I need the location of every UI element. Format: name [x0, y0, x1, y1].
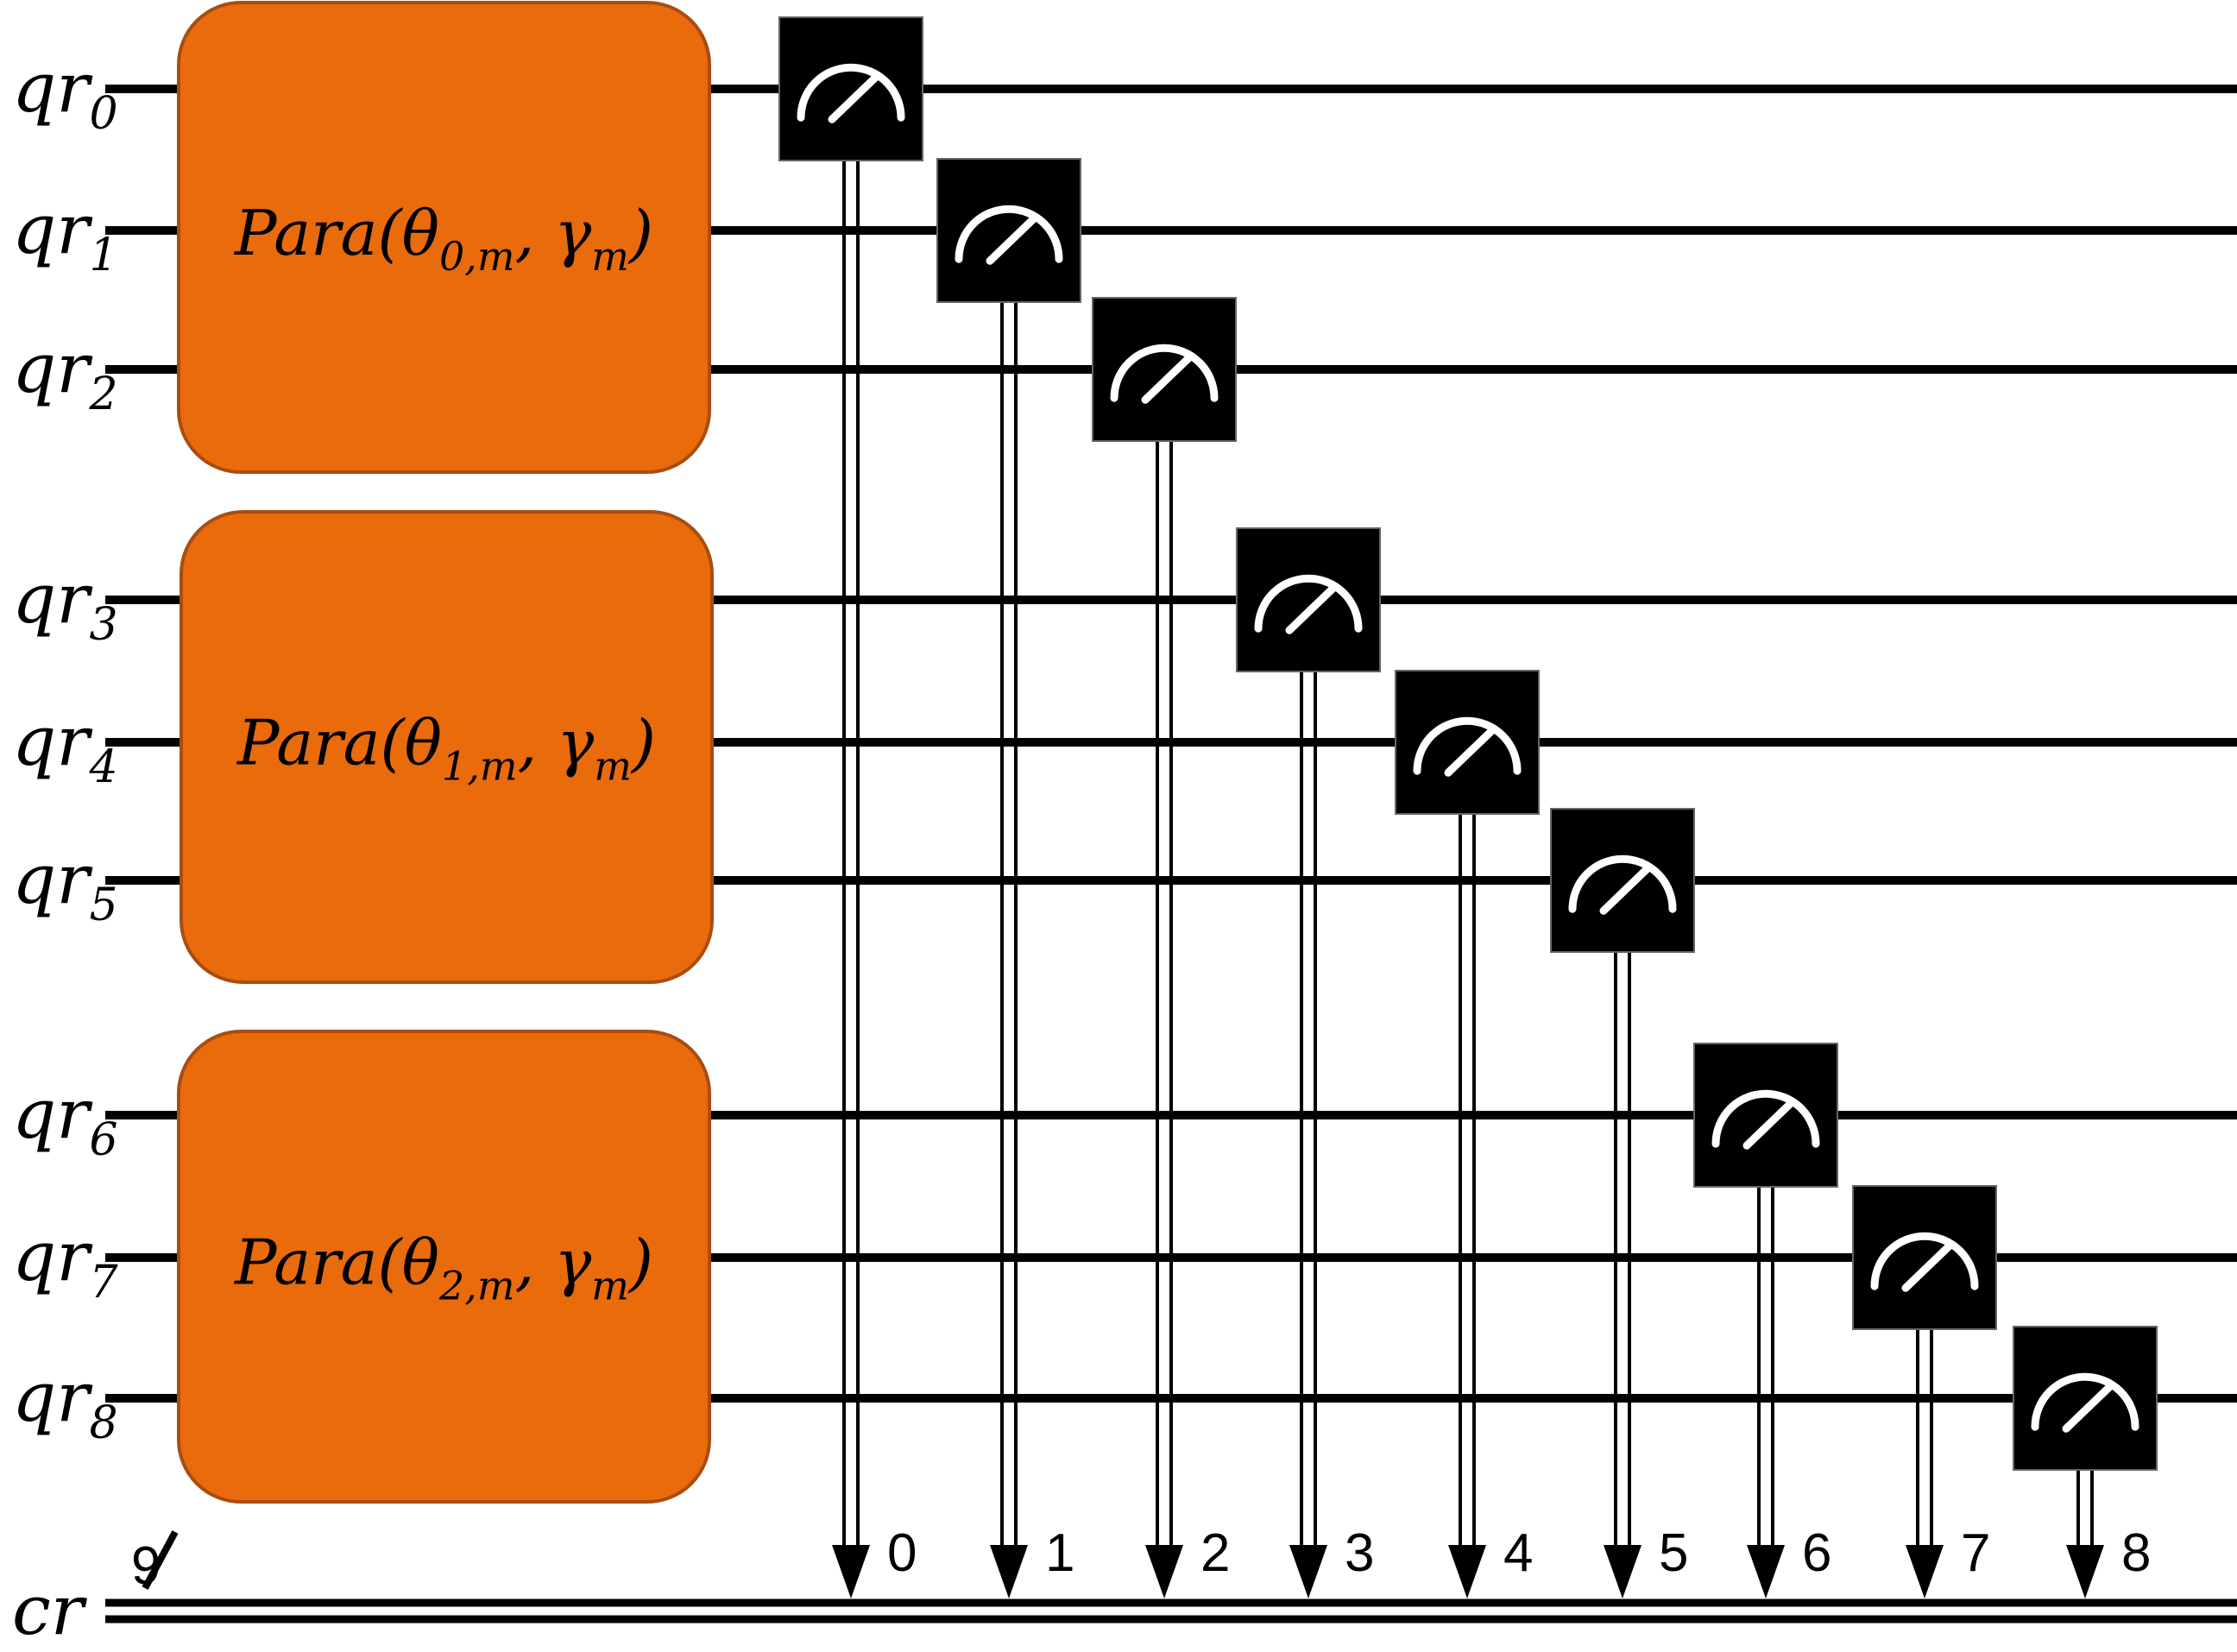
para-gate-2: Para(θ2,m, γm) [177, 1030, 711, 1504]
meter-icon [1711, 1089, 1820, 1148]
para-gate-box-1 [180, 510, 714, 984]
para-gate-label-1: Para(θ1,m, γm) [236, 707, 656, 790]
meter-needle-1 [986, 213, 1039, 265]
meter-needle-0 [828, 72, 881, 123]
meter-needle-8 [2062, 1381, 2115, 1433]
qubit-label-3: qr3 [12, 558, 118, 651]
meter-box-6 [1693, 1043, 1838, 1188]
cbit-label-5: 5 [1659, 1523, 1688, 1583]
meter-box-0 [778, 16, 923, 161]
para-gate-label-0: Para(θ0,m, γm) [233, 197, 653, 280]
meter-icon [1110, 344, 1219, 402]
cbit-label-3: 3 [1345, 1523, 1374, 1583]
meter-needle-2 [1141, 352, 1194, 404]
cbit-arrow-0 [832, 1545, 870, 1598]
para-gate-label-2: Para(θ2,m, γm) [233, 1226, 653, 1309]
measurement-connections: 0 1 2 3 4 5 6 7 8 [832, 158, 2151, 1598]
cbit-arrow-7 [1906, 1545, 1944, 1598]
classical-register-label: cr [12, 1570, 88, 1650]
cbit-arrow-8 [2066, 1545, 2104, 1598]
cbit-arrow-2 [1145, 1545, 1183, 1598]
meter-needle-6 [1742, 1098, 1796, 1150]
meter-box-4 [1395, 670, 1540, 815]
cbit-label-1: 1 [1045, 1523, 1074, 1583]
cbit-arrow-3 [1289, 1545, 1327, 1598]
measure-gate-6 [1693, 1043, 1838, 1188]
meter-needle-7 [1901, 1240, 1955, 1292]
measure-gate-3 [1236, 527, 1381, 672]
cbit-label-0: 0 [887, 1523, 917, 1583]
cbit-arrow-4 [1448, 1545, 1486, 1598]
para-gate-0: Para(θ0,m, γm) [177, 1, 711, 474]
cbit-label-8: 8 [2121, 1523, 2151, 1583]
qubit-label-0: qr0 [12, 47, 118, 140]
measure-gate-1 [936, 158, 1081, 303]
cbit-arrow-5 [1604, 1545, 1642, 1598]
cbit-label-7: 7 [1961, 1523, 1990, 1583]
qubit-label-1: qr1 [12, 189, 118, 281]
measure-gate-8 [2013, 1326, 2158, 1471]
cbit-label-4: 4 [1503, 1523, 1533, 1583]
measure-gate-7 [1852, 1185, 1997, 1330]
measure-gate-5 [1550, 808, 1695, 953]
qubit-label-4: qr4 [12, 701, 118, 793]
meter-icon [797, 63, 905, 122]
meter-icon [1568, 854, 1677, 913]
cbit-label-2: 2 [1200, 1523, 1230, 1583]
para-gate-box-2 [177, 1030, 711, 1504]
classical-register: cr 9 [12, 1530, 2237, 1650]
meter-box-3 [1236, 527, 1381, 672]
qubit-label-8: qr8 [12, 1357, 118, 1449]
measurement-gates [778, 16, 2158, 1471]
qubit-labels: qr0 qr1 qr2 qr3 qr4 qr5 qr6 qr7 qr8 [12, 47, 118, 1449]
meter-box-7 [1852, 1185, 1997, 1330]
meter-box-8 [2013, 1326, 2158, 1471]
measure-gate-4 [1395, 670, 1540, 815]
qubit-label-5: qr5 [12, 839, 118, 931]
qubit-label-6: qr6 [12, 1074, 118, 1166]
meter-box-2 [1092, 297, 1237, 442]
register-size-slash [142, 1530, 179, 1590]
meter-icon [1870, 1232, 1979, 1290]
meter-box-1 [936, 158, 1081, 303]
meter-icon [955, 205, 1063, 263]
meter-box-5 [1550, 808, 1695, 953]
meter-needle-5 [1599, 863, 1653, 915]
cbit-label-6: 6 [1802, 1523, 1831, 1583]
qubit-label-7: qr7 [12, 1216, 118, 1308]
para-gate-1: Para(θ1,m, γm) [180, 510, 714, 984]
meter-icon [1413, 716, 1522, 775]
classical-register-size: 9 [131, 1536, 161, 1596]
measure-gate-2 [1092, 297, 1237, 442]
meter-needle-3 [1285, 583, 1339, 634]
meter-icon [2031, 1372, 2139, 1431]
parameterized-gates: Para(θ0,m, γm) Para(θ1,m, γm) Para(θ2,m, γ… [177, 1, 714, 1504]
cbit-arrow-6 [1747, 1545, 1785, 1598]
para-gate-box-0 [177, 1, 711, 474]
meter-icon [1254, 574, 1363, 633]
measure-gate-0 [778, 16, 923, 161]
cbit-arrow-1 [990, 1545, 1028, 1598]
meter-needle-4 [1444, 725, 1497, 777]
qubit-label-2: qr2 [12, 328, 118, 420]
